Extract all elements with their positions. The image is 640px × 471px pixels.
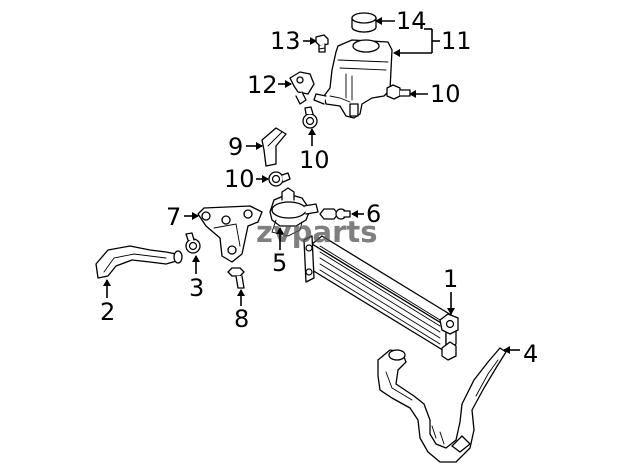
reservoir-tank-drawing — [313, 39, 393, 119]
callout-9: 9 — [228, 133, 243, 161]
callout-4: 4 — [523, 340, 538, 368]
water-pump-drawing — [269, 187, 319, 237]
pump-bracket-drawing — [197, 205, 263, 263]
clamp-3-drawing — [185, 232, 201, 254]
callout-2: 2 — [100, 298, 115, 326]
callout-labels: 14 11 13 12 10 9 10 10 7 6 5 3 8 2 1 4 — [100, 7, 538, 368]
callout-1: 1 — [443, 265, 458, 293]
bolt-12-drawing — [386, 84, 411, 100]
callout-6: 6 — [366, 200, 381, 228]
bolt-14-drawing — [315, 34, 329, 53]
lower-hose-drawing — [95, 245, 183, 279]
callout-5: 5 — [272, 249, 287, 277]
leader-lines — [103, 17, 520, 354]
callout-7: 7 — [166, 203, 181, 231]
tank-bracket-drawing — [289, 71, 315, 105]
callout-3: 3 — [189, 274, 204, 302]
bolt-6-drawing — [319, 208, 351, 220]
callout-8: 8 — [234, 305, 249, 333]
hose-9-drawing — [261, 127, 287, 167]
outlet-hose-drawing — [377, 347, 507, 463]
callout-11: 11 — [441, 27, 472, 55]
reservoir-cap-drawing — [351, 12, 377, 33]
watermark: zvparts — [256, 215, 378, 249]
callout-10-upper: 10 — [299, 146, 330, 174]
callout-10-lower: 10 — [224, 165, 255, 193]
clamp-upper-drawing — [302, 106, 318, 129]
callout-12: 10 — [430, 80, 461, 108]
callout-15: 14 — [396, 7, 427, 35]
clamp-lower-drawing — [268, 171, 291, 187]
callout-13: 12 — [247, 71, 278, 99]
callout-14: 13 — [270, 27, 301, 55]
bolt-8-drawing — [227, 267, 245, 289]
radiator-core-drawing — [303, 235, 459, 361]
